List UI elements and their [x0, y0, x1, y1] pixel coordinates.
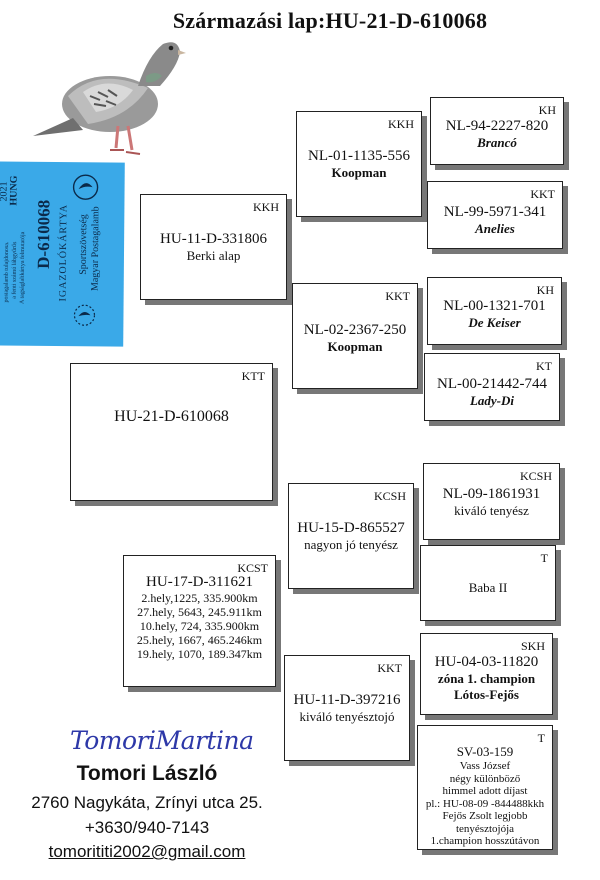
- pedigree-main: KTT HU-21-D-610068: [70, 363, 273, 501]
- sex-code: KCSH: [374, 489, 406, 504]
- stamp-icon: [71, 302, 97, 328]
- pigeon-name: De Keiser: [428, 315, 561, 331]
- pigeon-name: Berki alap: [141, 248, 286, 264]
- race-result: 19.hely, 1070, 189.347km: [124, 647, 275, 661]
- pigeon-name: Lótos-Fejős: [421, 687, 552, 703]
- pigeon-name: kiváló tenyész: [424, 503, 559, 519]
- sex-code: KCSH: [520, 469, 552, 484]
- pigeon-title: zóna 1. champion: [421, 671, 552, 687]
- ring-number: HU-15-D-865527: [289, 520, 413, 537]
- sex-code: KH: [537, 283, 554, 298]
- card-year: 2021: [0, 181, 10, 201]
- pedigree-fmf: KH NL-00-1321-701 De Keiser: [427, 277, 562, 345]
- pedigree-mm: KKT HU-11-D-397216 kiváló tenyésztojó: [284, 655, 410, 761]
- owner-phone: +3630/940-7143: [12, 818, 282, 838]
- pigeon-name: Koopman: [293, 339, 417, 355]
- owner-address: 2760 Nagykáta, Zrínyi utca 25.: [12, 793, 282, 813]
- sex-code: KKT: [377, 661, 402, 676]
- race-result: 27.hely, 5643, 245.911km: [124, 605, 275, 619]
- pigeon-note: himmel adott díjast: [418, 785, 552, 798]
- sex-code: KKH: [388, 117, 414, 132]
- ring-number: NL-94-2227-820: [431, 118, 563, 135]
- card-org-line1: Magyar Postagalamb: [90, 206, 102, 291]
- sex-code: T: [538, 731, 545, 746]
- federation-logo-icon: [70, 172, 100, 202]
- sex-code: KH: [539, 103, 556, 118]
- ring-number: HU-21-D-610068: [71, 408, 272, 426]
- race-result: 25.hely, 1667, 465.246km: [124, 633, 275, 647]
- card-ring-number: D-610068: [34, 200, 55, 269]
- owner-email-link[interactable]: tomorititi2002@gmail.com: [12, 842, 282, 862]
- ring-number: NL-01-1135-556: [297, 148, 421, 165]
- pigeon-note: Fejős Zsolt legjobb: [418, 810, 552, 823]
- pigeon-illustration: [28, 26, 188, 166]
- pigeon-name: Baba II: [421, 580, 555, 596]
- pigeon-note: tenyésztojója: [418, 823, 552, 836]
- ring-number: NL-99-5971-341: [428, 204, 562, 221]
- pedigree-mfm: T Baba II: [420, 545, 556, 621]
- pigeon-name: Anelies: [428, 221, 562, 237]
- pigeon-note: pl.: HU-08-09 -844488kkh: [418, 798, 552, 811]
- pigeon-note: 1.champion hosszútávon: [418, 835, 552, 848]
- sex-code: SKH: [521, 639, 545, 654]
- pedigree-mmf: SKH HU-04-03-11820 zóna 1. champion Lóto…: [420, 633, 553, 715]
- sex-code: KKH: [253, 200, 279, 215]
- pedigree-ff: KKH NL-01-1135-556 Koopman: [296, 111, 422, 217]
- pedigree-fmm: KT NL-00-21442-744 Lady-Di: [424, 353, 560, 421]
- card-note-line2: a fenti számú lábgyűrűs: [12, 242, 18, 299]
- pigeon-note: Vass József: [418, 760, 552, 773]
- pedigree-ffm: KKT NL-99-5971-341 Anelies: [427, 181, 563, 249]
- pedigree-mother: KCST HU-17-D-311621 2.hely,1225, 335.900…: [123, 555, 276, 687]
- race-result: 2.hely,1225, 335.900km: [124, 591, 275, 605]
- pedigree-mff: KCSH NL-09-1861931 kiváló tenyész: [423, 463, 560, 540]
- card-type: IGAZOLÓKÁRTYA: [58, 204, 70, 301]
- ring-number: HU-17-D-311621: [124, 574, 275, 591]
- pedigree-mmm: T SV-03-159 Vass József négy különböző h…: [417, 725, 553, 850]
- ring-number: NL-02-2367-250: [293, 322, 417, 339]
- ring-number: SV-03-159: [418, 744, 552, 760]
- pigeon-name: Lady-Di: [425, 393, 559, 409]
- card-country: HUNG: [8, 176, 19, 206]
- owner-signature: TomoriMartina: [70, 726, 254, 755]
- ring-number: NL-09-1861931: [424, 486, 559, 503]
- pedigree-mf: KCSH HU-15-D-865527 nagyon jó tenyész: [288, 483, 414, 589]
- pigeon-note: négy különböző: [418, 773, 552, 786]
- sex-code: KKT: [530, 187, 555, 202]
- pigeon-name: Brancó: [431, 135, 563, 151]
- pedigree-fm: KKT NL-02-2367-250 Koopman: [292, 283, 418, 389]
- card-note-line1: A tagságlaltkártya felmutatója: [20, 232, 27, 304]
- pigeon-name: kiváló tenyésztojó: [285, 709, 409, 725]
- ring-number: HU-11-D-331806: [141, 231, 286, 248]
- pigeon-name: nagyon jó tenyész: [289, 537, 413, 553]
- pigeon-name: Koopman: [297, 165, 421, 181]
- pedigree-fff: KH NL-94-2227-820 Brancó: [430, 97, 564, 165]
- sex-code: T: [541, 551, 548, 566]
- sex-code: KTT: [242, 369, 265, 384]
- ring-number: HU-11-D-397216: [285, 692, 409, 709]
- race-result: 10.hely, 724, 335.900km: [124, 619, 275, 633]
- card-note-line3: postagalamb tulajdonosa.: [4, 242, 11, 303]
- pedigree-father: KKH HU-11-D-331806 Berki alap: [140, 194, 287, 300]
- sex-code: KT: [536, 359, 552, 374]
- id-card: HUNG 2021 D-610068 IGAZOLÓKÁRTYA Magyar …: [0, 161, 125, 346]
- owner-name: Tomori László: [12, 762, 282, 786]
- ring-number: NL-00-21442-744: [425, 376, 559, 393]
- ring-number: NL-00-1321-701: [428, 298, 561, 315]
- ring-number: HU-04-03-11820: [421, 654, 552, 671]
- sex-code: KCST: [237, 561, 268, 576]
- sex-code: KKT: [385, 289, 410, 304]
- card-org-line2: Sportszövetség: [78, 214, 90, 275]
